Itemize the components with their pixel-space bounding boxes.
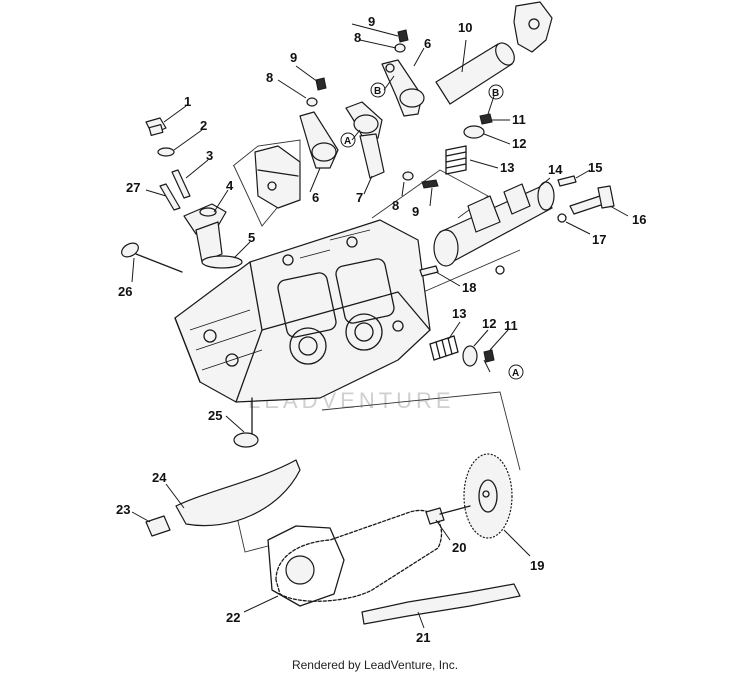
reference-letter-label: A (344, 136, 351, 147)
callout-9-center: 9 (412, 204, 419, 219)
crank-sprocket (285, 555, 315, 585)
part-13-valve-spring-upper (445, 145, 467, 175)
callout-11-upper: 11 (512, 112, 526, 127)
part-10-rocker-shaft (435, 42, 515, 105)
callout-21: 21 (416, 630, 430, 645)
assembly-guide-lines (232, 139, 521, 553)
callout-12-lower: 12 (482, 316, 496, 331)
callout-8-top: 8 (354, 30, 361, 45)
callout-9-left: 9 (290, 50, 297, 65)
rocker-shaft-bracket (513, 1, 553, 53)
part-13-valve-spring-lower (429, 335, 459, 361)
callout-9-top: 9 (368, 14, 375, 29)
reference-letter-label: A (512, 368, 519, 379)
callout-2: 2 (200, 118, 207, 133)
crankcase-outline (267, 525, 345, 607)
callout-8-center: 8 (392, 198, 399, 213)
part-8-nut-left (306, 97, 318, 107)
part-12-spring-retainer-upper (463, 125, 485, 139)
callout-11-lower: 11 (504, 318, 518, 333)
callout-4: 3 (206, 148, 213, 163)
part-9-adjust-screw-left (315, 77, 327, 91)
part-19-cam-sprocket (463, 453, 513, 539)
cylinder-head (174, 219, 431, 403)
callout-18: 18 (462, 280, 476, 295)
callout-24: 24 (152, 470, 167, 485)
callout-6-right: 6 (424, 36, 431, 51)
part-14-camshaft (433, 181, 555, 275)
part-24-chain-guide (175, 459, 301, 527)
reference-letter-b-left: B (370, 82, 386, 98)
reference-letter-label: B (492, 88, 499, 99)
part-9-adjust-screw-center (421, 179, 439, 189)
callout-6-left: 6 (312, 190, 319, 205)
callout-1: 1 (184, 94, 191, 109)
part-21-chain-slipper (361, 583, 521, 625)
callout-8-left: 8 (266, 70, 273, 85)
part-26-intake-valve (121, 242, 183, 273)
part-6-rocker-arm-left (299, 111, 339, 169)
part-4-chain-tensioner (183, 203, 227, 263)
callout-20: 20 (452, 540, 466, 555)
part-8-nut-top (394, 43, 406, 53)
callout-13-lower: 13 (452, 306, 466, 321)
part-17-circlip (557, 213, 567, 223)
callout-22: 22 (226, 610, 240, 625)
part-18-pin (419, 265, 439, 277)
callout-16: 16 (632, 212, 646, 227)
callout-13-upper: 13 (500, 160, 514, 175)
part-20-sprocket-bolt (425, 505, 471, 525)
callout-12-upper: 12 (512, 136, 526, 151)
callout-15: 15 (588, 160, 602, 175)
callout-19: 19 (530, 558, 544, 573)
callout-17: 17 (592, 232, 606, 247)
callout-4b: 4 (226, 178, 234, 193)
leader-lines (131, 23, 629, 629)
reference-letter-label: B (374, 86, 381, 97)
callout-14: 14 (548, 162, 563, 177)
callout-labels: 1 2 13 3 4 5 6 6 7 8 8 8 9 9 9 10 11 11 … (116, 14, 646, 645)
part-12-spring-retainer-lower (462, 345, 478, 367)
part-3-stud (171, 169, 191, 199)
callout-27: 27 (126, 180, 140, 195)
rocker-support-bracket (254, 145, 301, 209)
part-22-timing-chain (275, 509, 443, 602)
callout-5: 5 (248, 230, 255, 245)
callout-25: 25 (208, 408, 222, 423)
callout-26: 26 (118, 284, 132, 299)
part-9-adjust-screw-top (397, 29, 409, 43)
part-11-valve-keeper-upper (479, 113, 493, 125)
reference-letter-a-upper: A (340, 132, 356, 148)
part-5-gasket (201, 255, 243, 269)
reference-letter-a-lower: A (508, 364, 524, 380)
part-2-washer (157, 147, 175, 157)
part-11-valve-keeper-lower (483, 349, 495, 363)
part-7-rocker-arm-center (345, 101, 385, 179)
part-16-decompression-shaft (569, 185, 615, 215)
part-27-pin (159, 183, 181, 211)
part-15-dowel-pin (557, 175, 577, 187)
part-8-nut-center (402, 171, 414, 181)
part-25-exhaust-valve (233, 397, 259, 448)
footer-credit: Rendered by LeadVenture, Inc. (291, 658, 459, 672)
part-1-bolt (145, 117, 167, 137)
callout-7: 7 (356, 190, 363, 205)
callout-23: 23 (116, 502, 130, 517)
reference-letter-b-right: B (488, 84, 504, 100)
callout-10: 10 (458, 20, 472, 35)
part-6-rocker-arm-right (381, 59, 425, 117)
part-23-bolt (145, 515, 171, 537)
